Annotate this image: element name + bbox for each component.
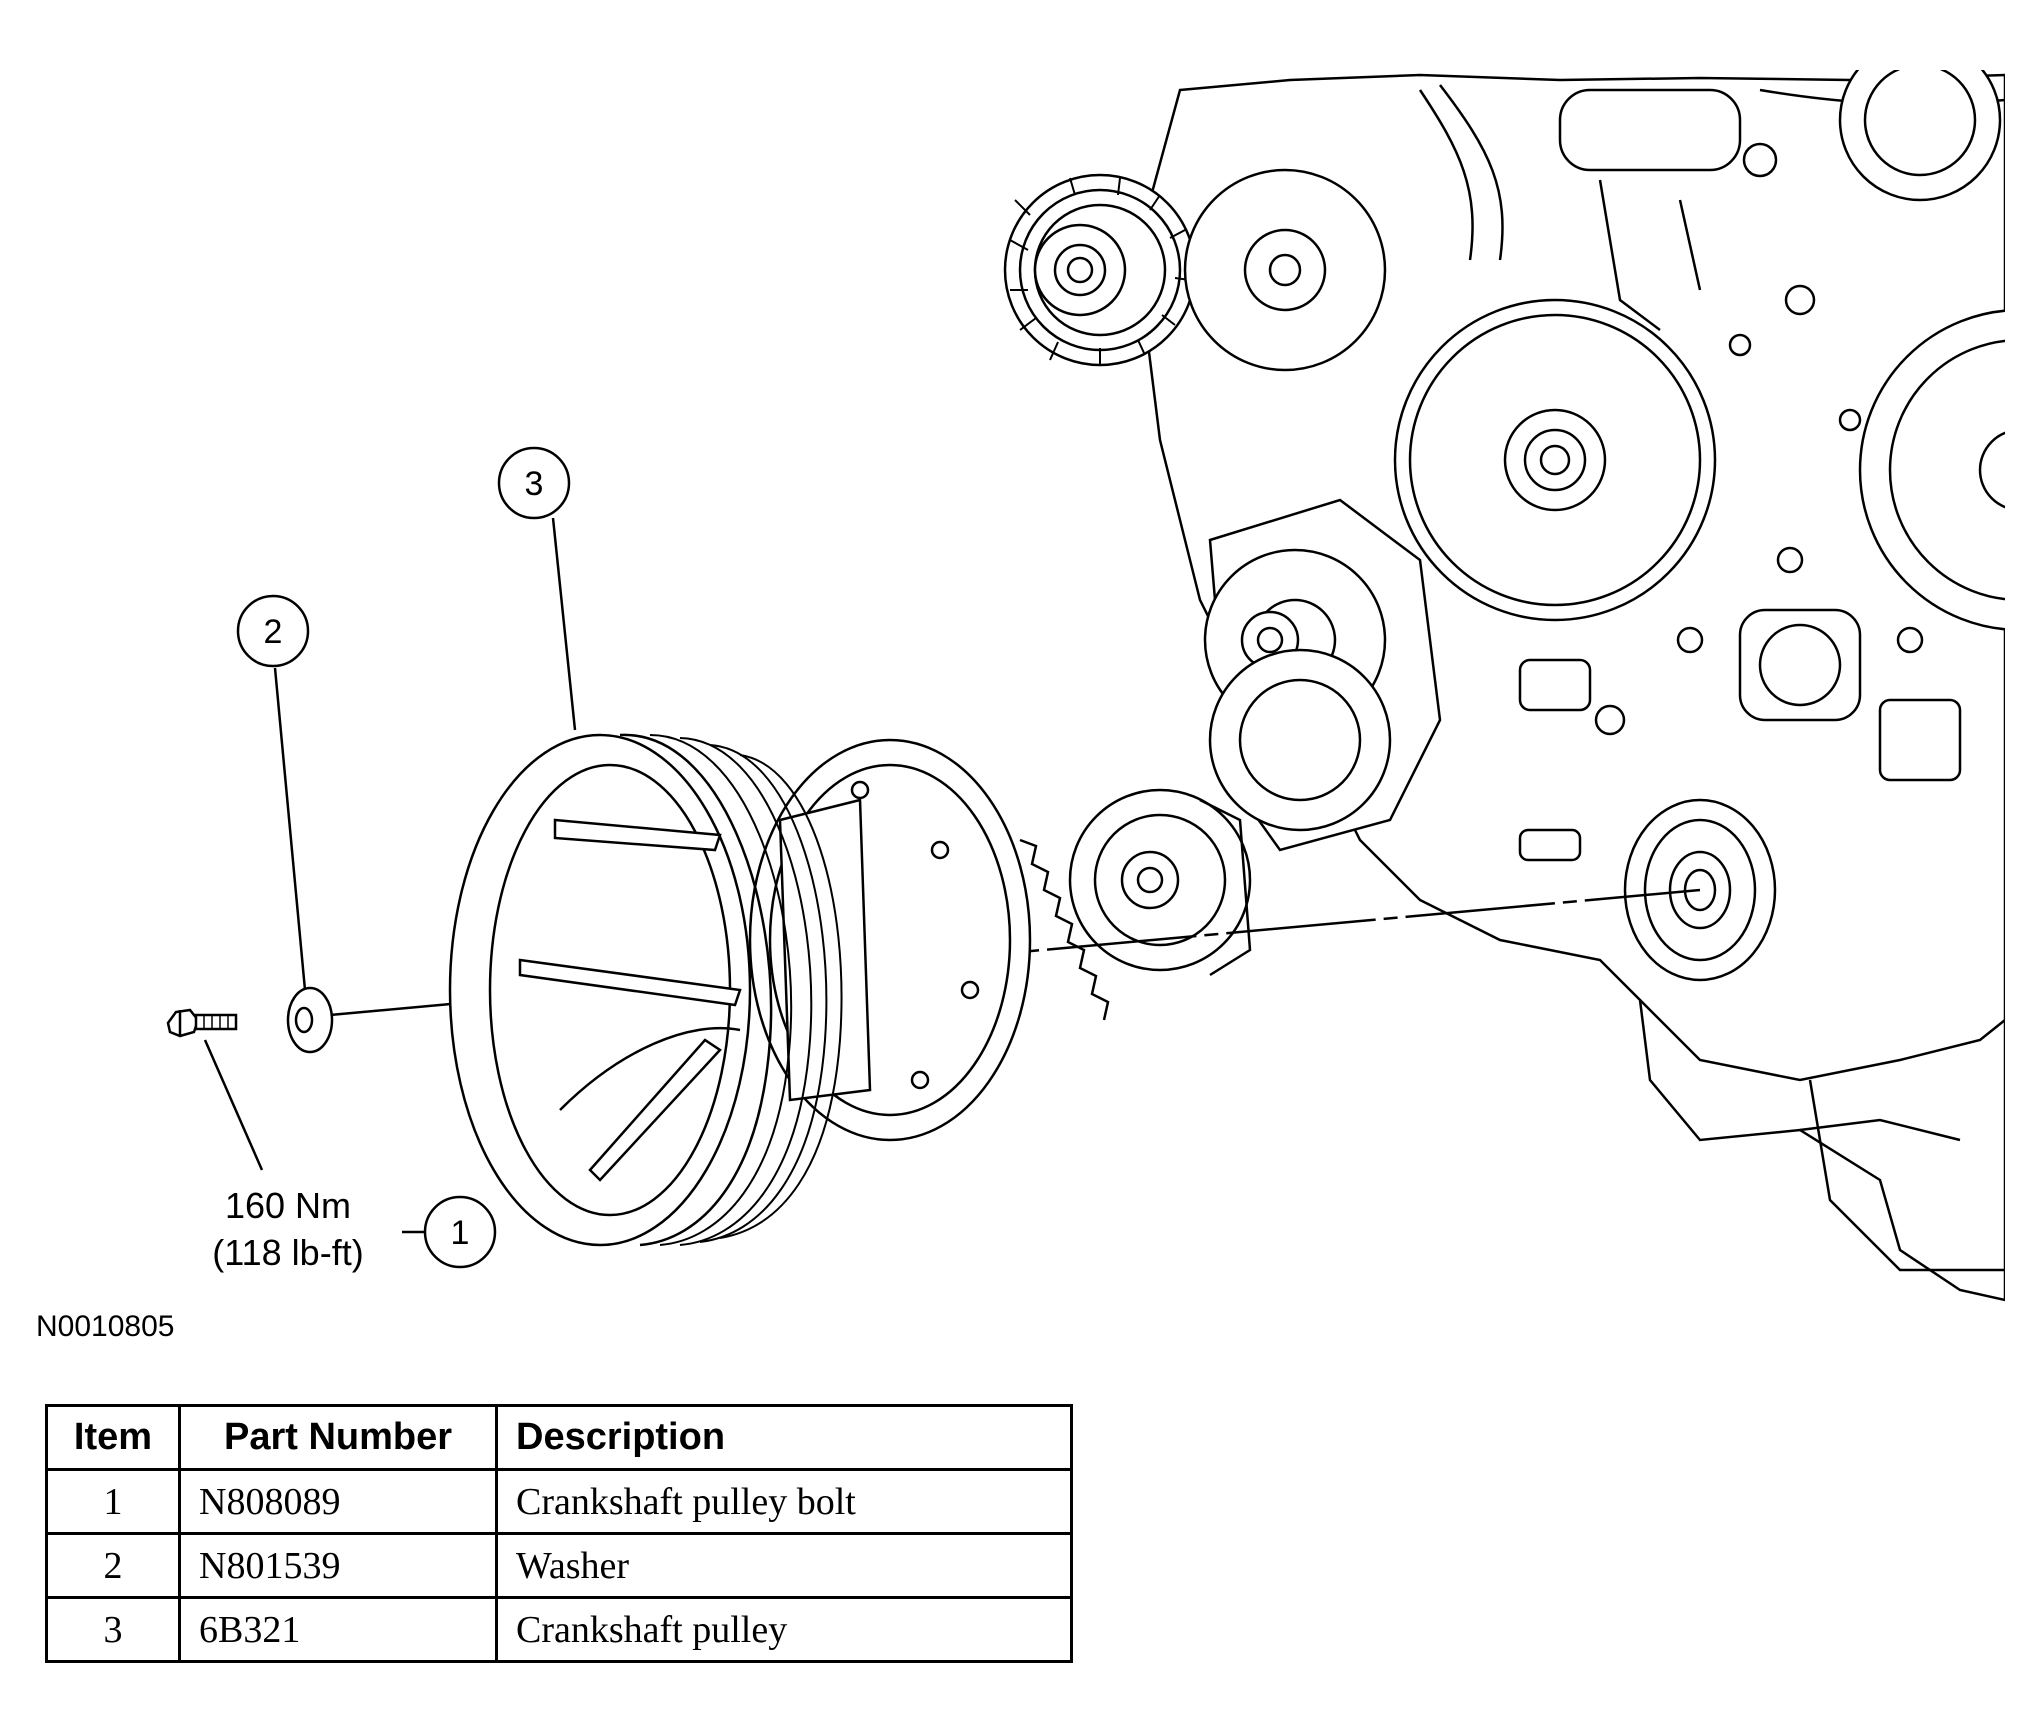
row-description: Crankshaft pulley — [495, 1596, 1073, 1663]
svg-text:1: 1 — [451, 1214, 470, 1252]
engine-front-assembly — [1003, 70, 2005, 1302]
torque-spec-nm: 160 Nm — [225, 1185, 351, 1226]
header-description: Description — [495, 1404, 1073, 1471]
crankshaft-pulley — [448, 733, 1110, 1247]
svg-text:3: 3 — [525, 465, 544, 503]
washer — [286, 986, 334, 1054]
row-item: 1 — [45, 1468, 181, 1535]
row-item: 2 — [45, 1532, 181, 1599]
callout-2: 2 — [236, 594, 310, 668]
table-row: 3 6B321 Crankshaft pulley — [45, 1596, 1073, 1663]
svg-text:2: 2 — [264, 613, 283, 651]
callout-1: 1 — [423, 1195, 497, 1269]
exploded-view-diagram: 3 2 1 160 Nm (118 lb-ft) — [166, 70, 2005, 1302]
row-item: 3 — [45, 1596, 181, 1663]
parts-table-header-row: Item Part Number Description — [45, 1404, 1073, 1471]
torque-spec-lbft: (118 lb-ft) — [212, 1232, 363, 1273]
row-description: Washer — [495, 1532, 1073, 1599]
crankshaft-pulley-bolt — [166, 1008, 238, 1038]
parts-table: Item Part Number Description 1 N808089 C… — [45, 1404, 1073, 1663]
figure-id: N0010805 — [36, 1310, 175, 1343]
row-part-number: N801539 — [178, 1532, 498, 1599]
row-part-number: N808089 — [178, 1468, 498, 1535]
table-row: 2 N801539 Washer — [45, 1532, 1073, 1599]
row-part-number: 6B321 — [178, 1596, 498, 1663]
header-item: Item — [45, 1404, 181, 1471]
row-description: Crankshaft pulley bolt — [495, 1468, 1073, 1535]
table-row: 1 N808089 Crankshaft pulley bolt — [45, 1468, 1073, 1535]
header-part-number: Part Number — [178, 1404, 498, 1471]
callout-3: 3 — [497, 446, 571, 520]
